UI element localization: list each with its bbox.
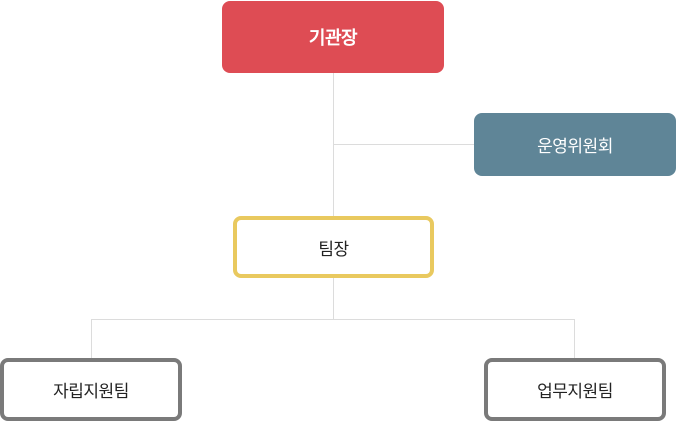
connector-to-committee [333, 144, 474, 145]
node-head-label: 기관장 [308, 28, 358, 49]
node-committee: 운영위원회 [474, 113, 676, 176]
node-team-leader: 팀장 [233, 216, 434, 278]
node-head: 기관장 [222, 1, 444, 73]
node-team-self-reliance-label: 자립지원팀 [53, 382, 129, 402]
connector-to-team2 [574, 319, 575, 358]
connector-teamlead-down [333, 278, 334, 319]
node-committee-label: 운영위원회 [537, 137, 613, 157]
node-team-self-reliance: 자립지원팀 [0, 358, 182, 421]
node-team-business-support: 업무지원팀 [484, 358, 666, 421]
node-team-business-support-label: 업무지원팀 [537, 382, 613, 402]
connector-team-bar [91, 319, 575, 320]
node-team-leader-label: 팀장 [318, 239, 349, 260]
connector-to-team1 [91, 319, 92, 358]
